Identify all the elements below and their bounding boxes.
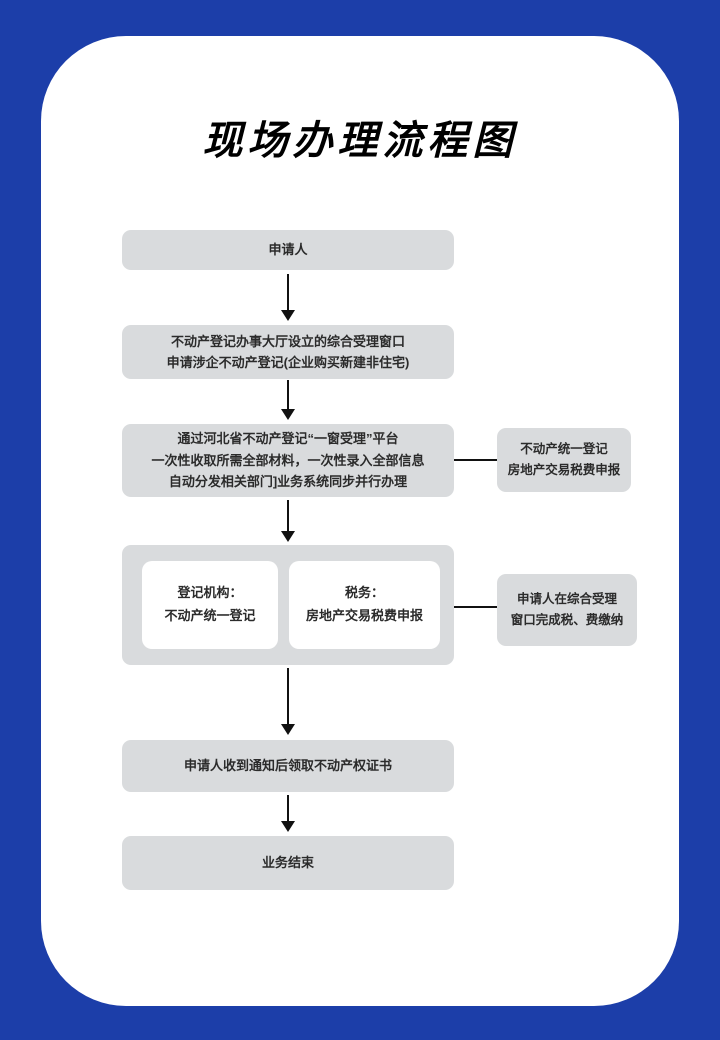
node-platform-line1: 通过河北省不动产登记“一窗受理”平台 [177, 431, 399, 447]
flow-arrow-down-icon [287, 668, 289, 725]
node-tax-agency-line2: 房地产交易税费申报 [305, 608, 423, 623]
node-side-declare: 不动产统一登记 房地产交易税费申报 [497, 428, 631, 492]
node-side-payment-line2: 窗口完成税、费缴纳 [510, 613, 624, 627]
node-registry-agency: 登记机构： 不动产统一登记 [142, 561, 278, 649]
node-end-label: 业务结束 [261, 855, 314, 871]
node-reception-window-line2: 申请涉企不动产登记(企业购买新建非住宅) [166, 355, 410, 370]
flow-arrow-right-icon [454, 459, 499, 461]
page-title: 现场办理流程图 [202, 117, 518, 164]
node-side-declare-line2: 房地产交易税费申报 [507, 463, 621, 477]
flow-arrow-down-icon [287, 795, 289, 822]
node-tax-agency-line1: 税务： [344, 585, 384, 601]
node-reception-window-line1: 不动产登记办事大厅设立的综合受理窗口 [170, 333, 405, 349]
node-reception-window: 不动产登记办事大厅设立的综合受理窗口 申请涉企不动产登记(企业购买新建非住宅) [122, 325, 454, 379]
node-certificate-label: 申请人收到通知后领取不动产权证书 [183, 758, 392, 774]
node-platform: 通过河北省不动产登记“一窗受理”平台 一次性收取所需全部材料，一次性录入全部信息… [122, 424, 454, 497]
node-side-declare-line1: 不动产统一登记 [520, 441, 608, 456]
node-certificate: 申请人收到通知后领取不动产权证书 [122, 740, 454, 792]
node-registry-agency-line2: 不动产统一登记 [164, 608, 256, 623]
node-registry-agency-line1: 登记机构： [177, 585, 243, 601]
flow-arrow-down-icon [287, 380, 289, 410]
flow-arrow-down-icon [287, 500, 289, 532]
node-end: 业务结束 [122, 836, 454, 890]
node-applicant-label: 申请人 [268, 242, 308, 258]
node-side-payment: 申请人在综合受理 窗口完成税、费缴纳 [497, 574, 637, 646]
document-card: 现场办理流程图 申请人 不动产登记办事大厅设立的综合受理窗口 申请涉企不动产登记… [41, 36, 679, 1006]
node-side-payment-line1: 申请人在综合受理 [516, 591, 617, 606]
flow-arrow-down-icon [287, 274, 289, 311]
node-applicant: 申请人 [122, 230, 454, 270]
node-platform-line3: 自动分发相关部门]业务系统同步并行办理 [168, 474, 408, 490]
node-platform-line2: 一次性收取所需全部材料，一次性录入全部信息 [151, 452, 425, 468]
flow-arrow-right-icon [454, 606, 499, 608]
node-tax-agency: 税务： 房地产交易税费申报 [289, 561, 440, 649]
